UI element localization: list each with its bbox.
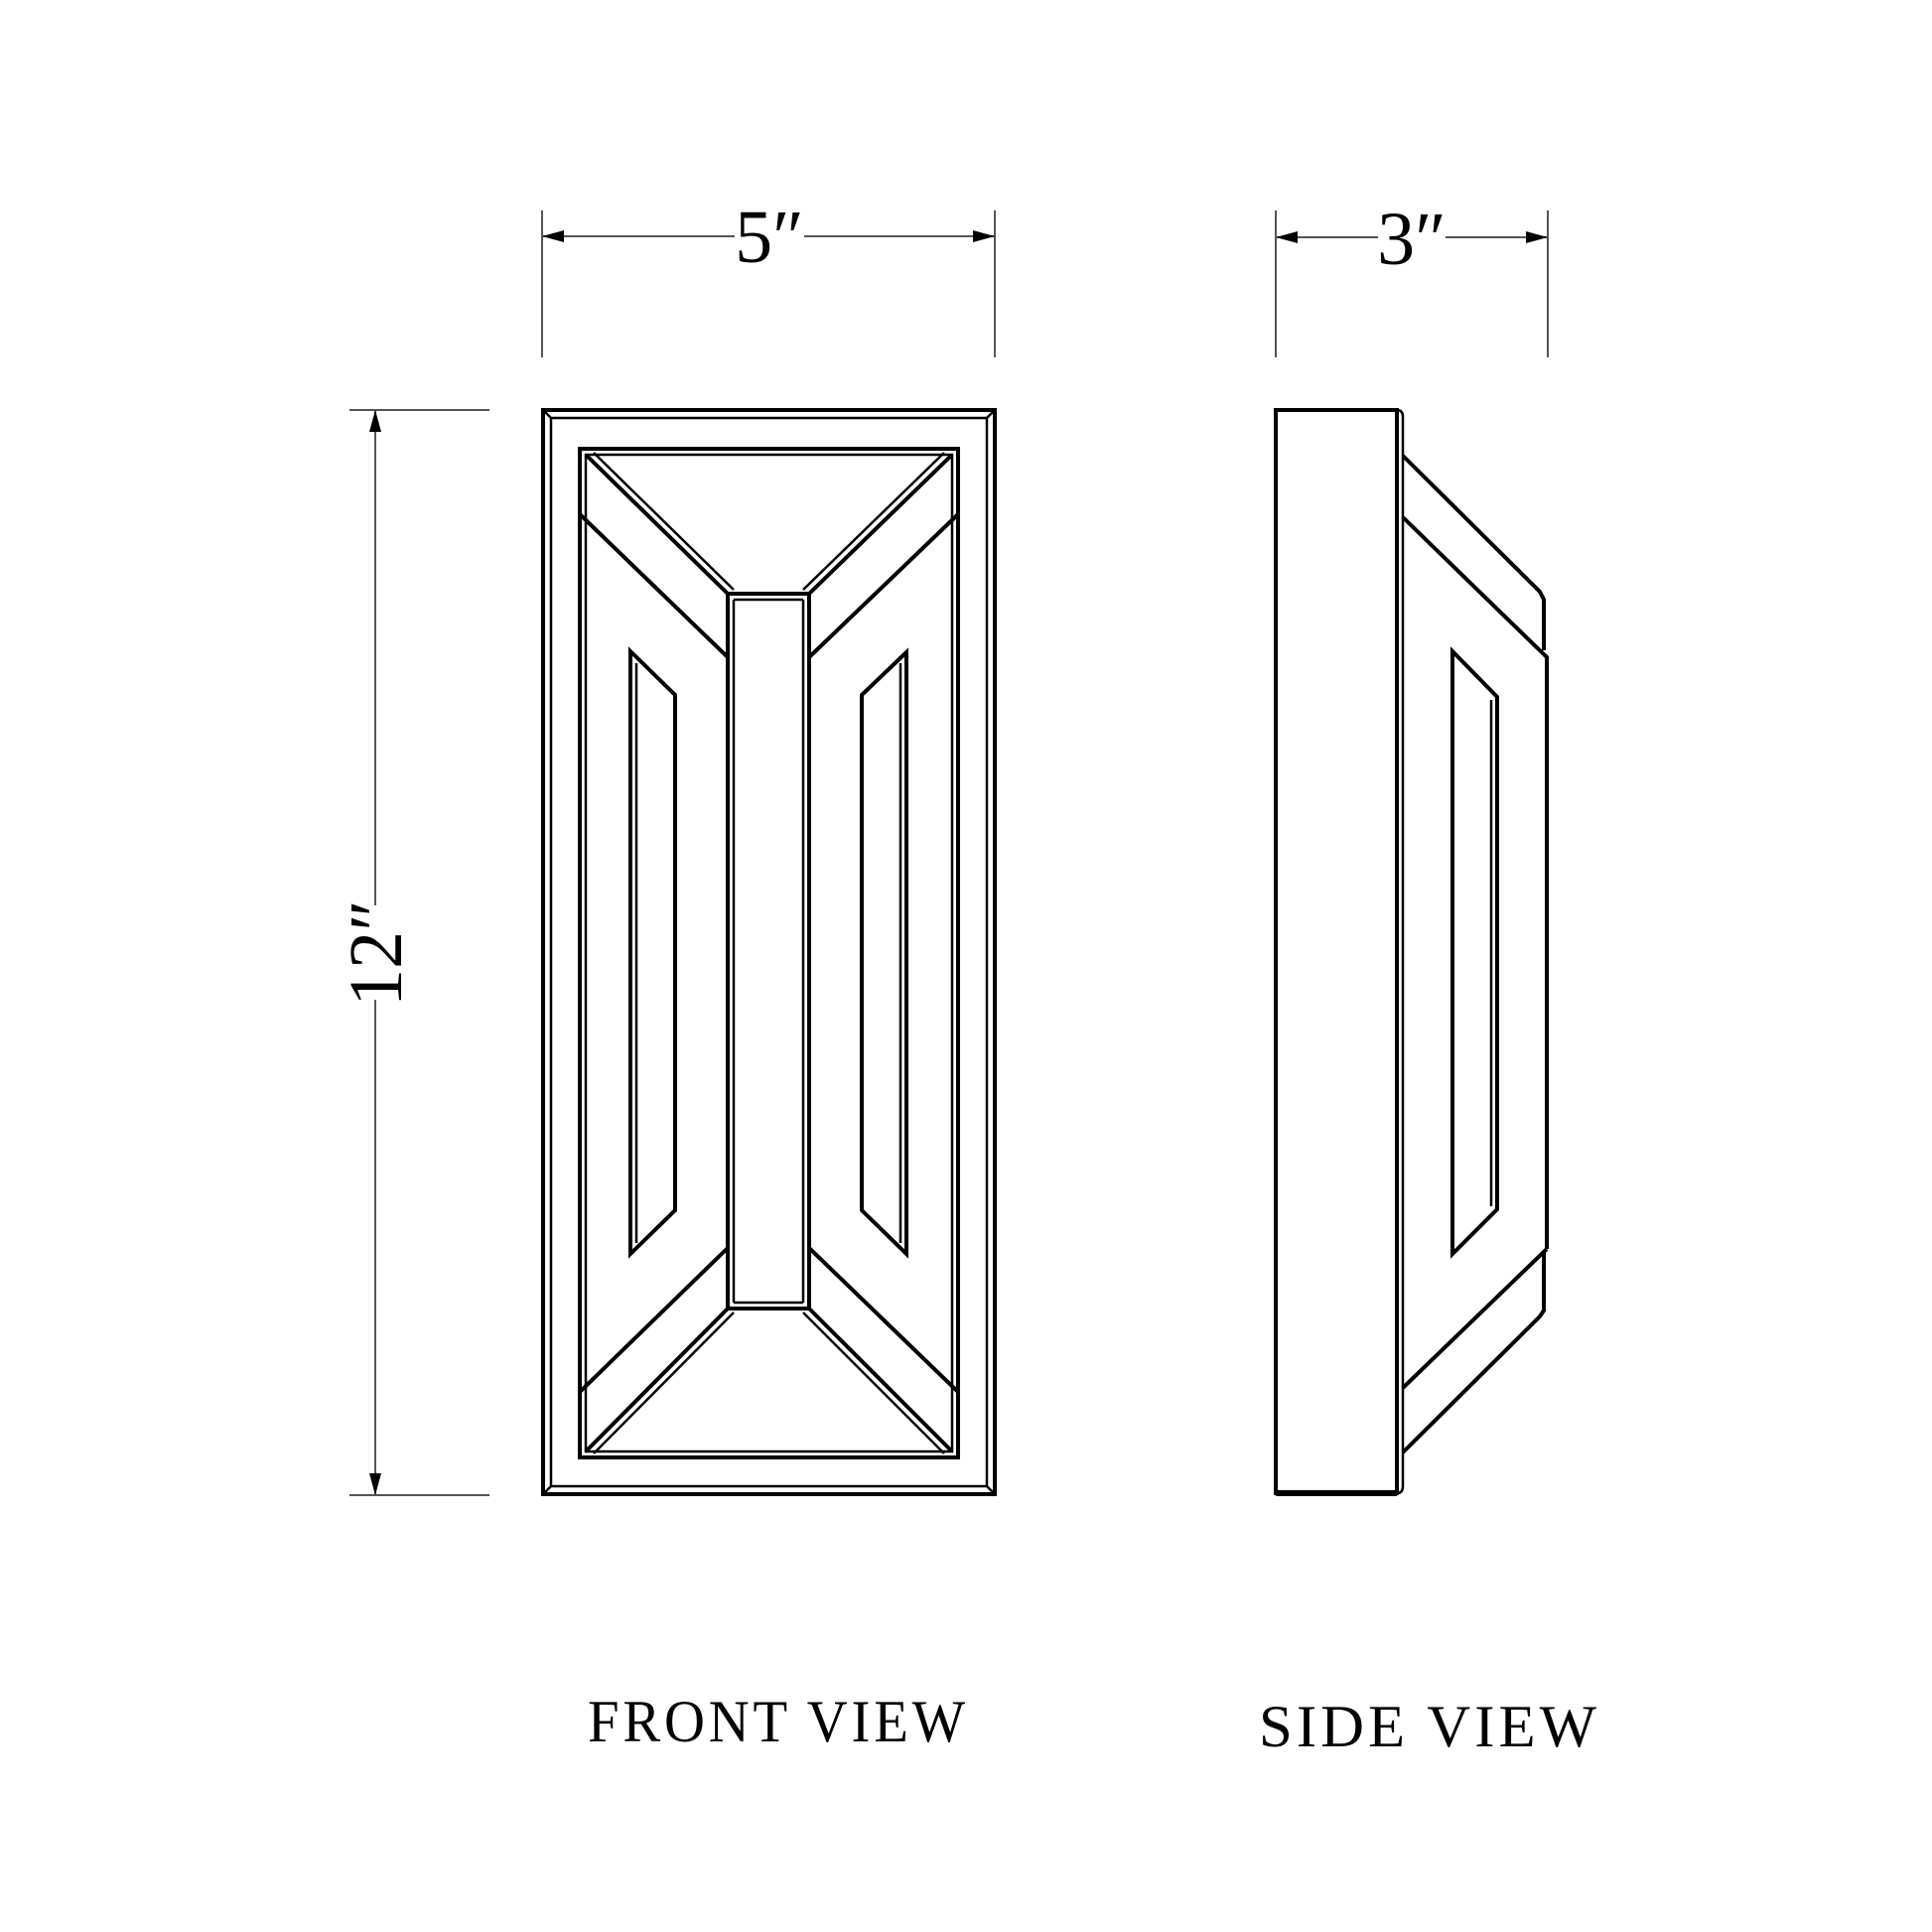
front-width-dimension: 5″ [541, 196, 996, 357]
front-width-label: 5″ [735, 196, 804, 279]
arrow-right-icon [973, 230, 995, 242]
height-dimension: 12″ [335, 409, 489, 1496]
height-label: 12″ [335, 899, 418, 1007]
arrow-left-icon [542, 230, 564, 242]
front-view-label: FRONT VIEW [588, 1689, 969, 1754]
front-view-drawing [541, 408, 997, 1496]
arrow-down-icon [369, 1473, 381, 1495]
side-depth-label: 3″ [1377, 198, 1447, 281]
side-view-drawing [1274, 408, 1549, 1496]
arrow-up-icon [369, 410, 381, 432]
arrow-right-icon [1526, 231, 1548, 243]
side-view-label: SIDE VIEW [1259, 1694, 1600, 1759]
side-depth-dimension: 3″ [1275, 198, 1549, 357]
arrow-left-icon [1276, 231, 1298, 243]
